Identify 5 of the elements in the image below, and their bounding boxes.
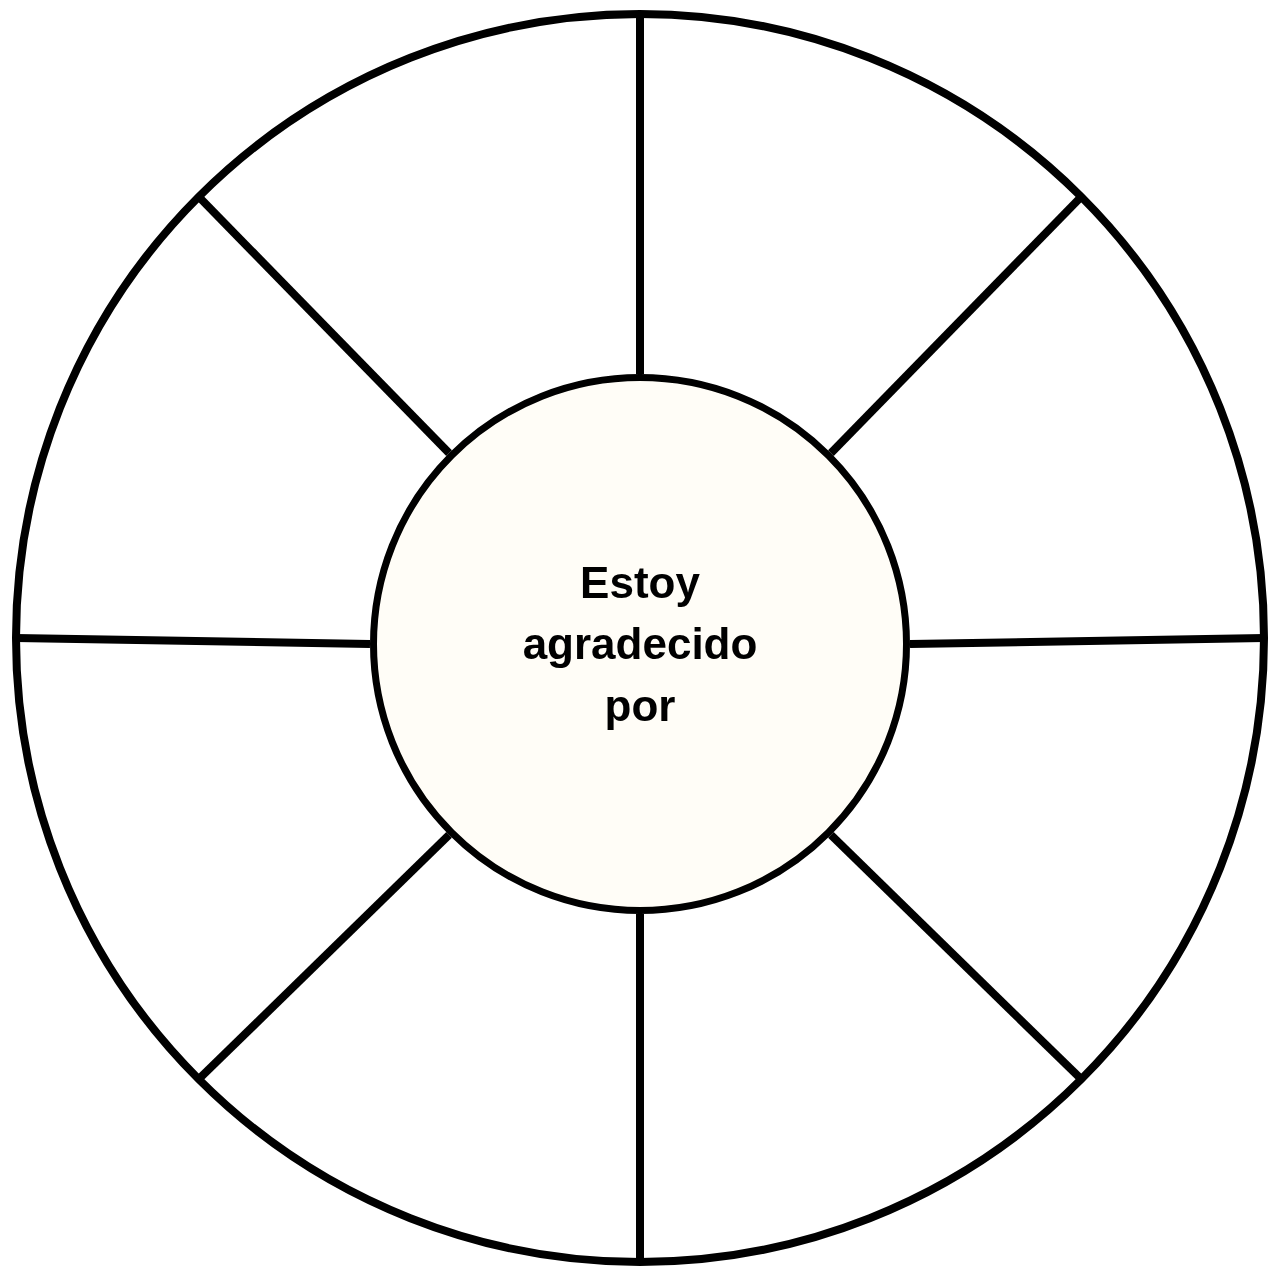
spoke-line	[828, 193, 1085, 456]
spoke-line	[195, 832, 452, 1083]
center-label: Estoy agradecido por	[521, 556, 759, 732]
spoke-line	[828, 832, 1085, 1083]
spoke-line	[195, 193, 452, 456]
